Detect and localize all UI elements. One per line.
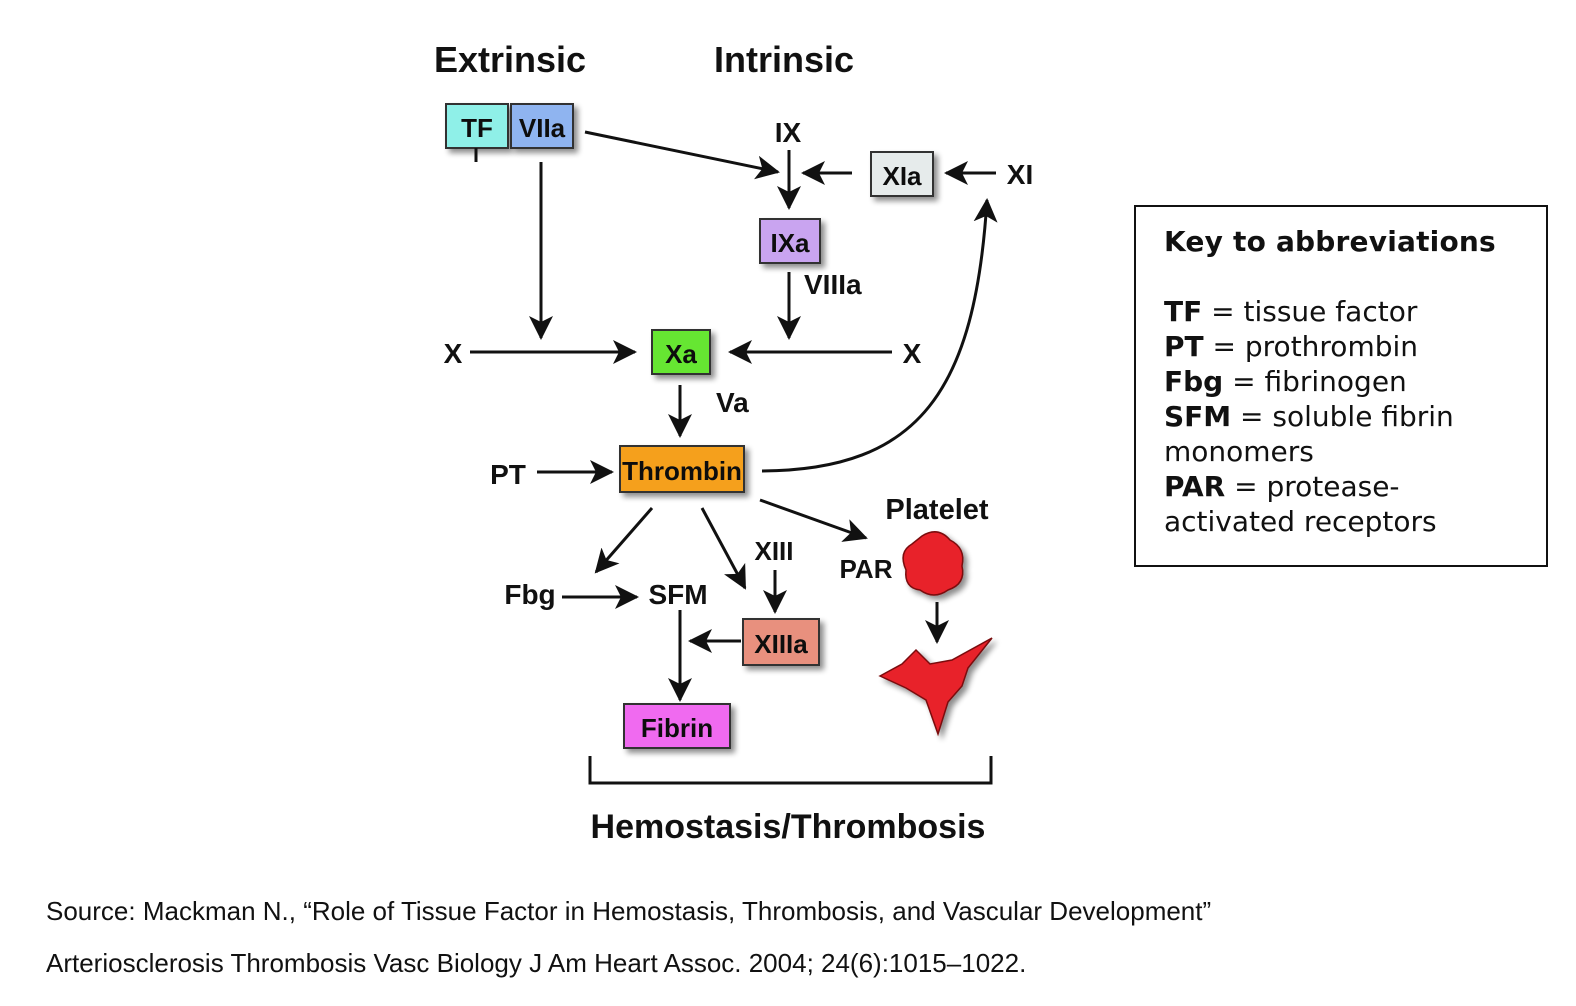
node-viia-box [510,103,574,149]
arrow-thrombin-to-xiii-junction [700,507,747,590]
node-xa-box [651,329,711,375]
arrow-thrombin-to-fbg [594,507,654,574]
node-xiiia-label: XIIIa [754,629,808,659]
node-ixa-label: IXa [770,228,810,258]
label-viiia: VIIIa [804,269,862,300]
outcome-heading: Hemostasis/Thrombosis [591,808,986,846]
key-entry-tf: TF = tissue factor [1164,294,1522,329]
key-abbr-fbg: Fbg [1164,365,1224,398]
abbreviation-key-box: Key to abbreviations TF = tissue factor … [1134,205,1548,567]
activated-platelet-icon [878,637,993,737]
key-text-sfm: = soluble fibrin monomers [1164,400,1454,468]
key-text-fbg: = fibrinogen [1223,365,1407,398]
key-text-par: = protease-activated receptors [1164,470,1437,538]
node-viia: VIIa [510,103,574,149]
arrow-thrombin-to-xi [761,198,998,473]
key-entry-par: PAR = protease-activated receptors [1164,469,1522,539]
source-citation-line1: Source: Mackman N., “Role of Tissue Fact… [46,896,1212,926]
key-text-pt: = prothrombin [1203,330,1419,363]
resting-platelet-icon [902,531,964,596]
label-par: PAR [840,554,893,584]
node-xia: XIa [870,151,934,197]
node-xia-box [870,151,934,197]
node-tf: TF [445,103,509,149]
label-x-left: X [444,338,463,369]
node-xiiia-box [742,618,820,666]
node-xa-label: Xa [665,339,697,369]
key-text-tf: = tissue factor [1202,295,1418,328]
label-xiii: XIII [754,536,793,566]
node-ixa: IXa [759,218,821,264]
extrinsic-heading: Extrinsic [434,39,586,80]
key-abbr-par: PAR [1164,470,1226,503]
node-fibrin: Fibrin [623,703,731,749]
key-entry-fbg: Fbg = fibrinogen [1164,364,1522,399]
node-viia-label: VIIa [519,113,566,143]
label-x-right: X [903,338,922,369]
label-va: Va [716,387,749,418]
node-xia-label: XIa [882,161,922,191]
node-fibrin-label: Fibrin [641,713,713,743]
node-fibrin-box [623,703,731,749]
label-ix: IX [775,117,802,148]
arrow-viia-to-ix [584,130,780,180]
source-citation-line2: Arteriosclerosis Thrombosis Vasc Biology… [46,948,1027,978]
arrow-thrombin-to-par [759,498,868,542]
node-thrombin-box [619,445,745,493]
node-xa: Xa [651,329,711,375]
label-sfm: SFM [648,579,707,610]
key-abbr-pt: PT [1164,330,1204,363]
key-abbr-tf: TF [1164,295,1203,328]
node-thrombin: Thrombin [619,445,745,493]
key-entry-sfm: SFM = soluble fibrin monomers [1164,399,1522,469]
node-ixa-box [759,218,821,264]
node-thrombin-label: Thrombin [622,456,742,486]
label-platelet: Platelet [885,494,988,526]
key-entry-pt: PT = prothrombin [1164,329,1522,364]
label-fbg: Fbg [504,579,555,610]
node-tf-label: TF [461,113,493,143]
coagulation-cascade-diagram: Extrinsic Intrinsic TF VIIa XIa [434,39,1033,846]
node-xiiia: XIIIa [742,618,820,666]
key-abbr-sfm: SFM [1164,400,1232,433]
pathway-arrows [470,130,998,785]
label-xi: XI [1007,159,1033,190]
key-entry-list: TF = tissue factor PT = prothrombin Fbg … [1164,294,1522,539]
key-title: Key to abbreviations [1164,225,1496,258]
label-pt: PT [490,459,526,490]
intrinsic-heading: Intrinsic [714,39,854,80]
outcome-bracket [588,756,993,785]
